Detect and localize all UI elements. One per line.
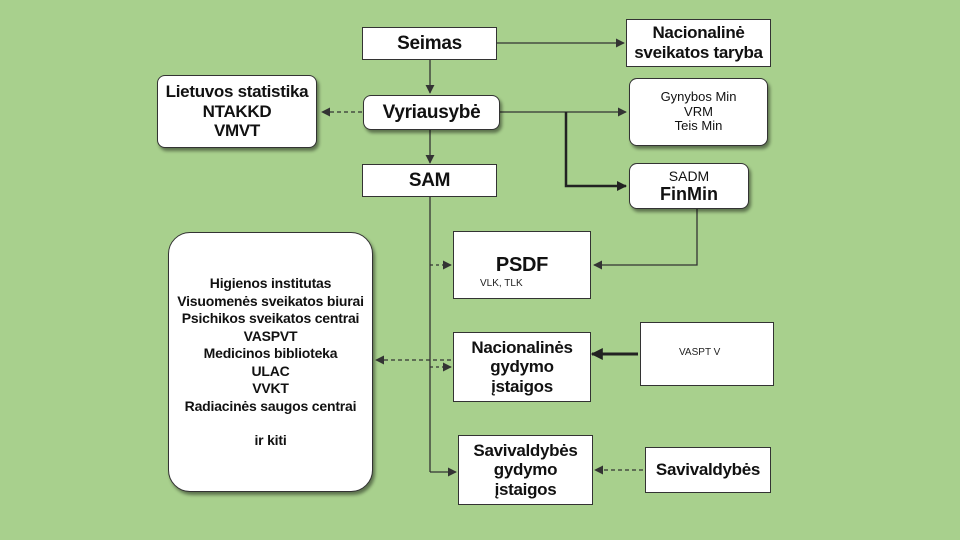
- node-statistika-line-3: VMVT: [213, 121, 261, 141]
- arrow-vyriausybe-to-sadm: [564, 112, 627, 191]
- node-sadm-line-1: SADM: [668, 167, 710, 184]
- node-seimas-label: Seimas: [397, 32, 462, 54]
- institution-item: Higienos institutas: [209, 275, 332, 291]
- node-sam: SAM: [362, 164, 497, 197]
- node-sgi-line-2: gydymo: [493, 460, 558, 480]
- node-institutions: Higienos institutas Visuomenės sveikatos…: [168, 232, 373, 492]
- node-vasptv-label: VASPT V: [679, 347, 721, 358]
- node-nacionaline-sveikatos-taryba: Nacionalinė sveikatos taryba: [626, 19, 771, 67]
- node-ministries: Gynybos Min VRM Teis Min: [629, 78, 768, 146]
- node-savivaldybiu-gydymo-istaigos: Savivaldybės gydymo įstaigos: [458, 435, 593, 505]
- institution-item: Visuomenės sveikatos biurai: [177, 292, 364, 309]
- node-ngi-line-3: įstaigos: [491, 376, 553, 396]
- node-statistika-line-1: Lietuvos statistika: [165, 82, 309, 102]
- institution-item: Psichikos sveikatos centrai: [181, 310, 360, 326]
- node-psdf: PSDF VLK, TLK: [453, 231, 591, 299]
- institution-item: Radiacinės saugos centrai: [184, 397, 357, 414]
- institution-footer: ir kiti: [254, 432, 287, 448]
- node-vyriausybe-label: Vyriausybė: [382, 101, 481, 123]
- node-ngi-line-1: Nacionalinės: [471, 337, 573, 357]
- institution-item: VASPVT: [243, 327, 298, 344]
- node-vyriausybe: Vyriausybė: [363, 95, 500, 130]
- node-ngi-line-2: gydymo: [490, 357, 554, 377]
- node-sgi-line-1: Savivaldybės: [473, 440, 578, 460]
- node-nst-line-2: sveikatos taryba: [634, 43, 763, 62]
- node-nst-line-1: Nacionalinė: [652, 23, 745, 43]
- node-sadm-line-2: FinMin: [660, 183, 718, 204]
- node-psdf-subtitle: VLK, TLK: [480, 278, 523, 289]
- node-psdf-title: PSDF: [495, 254, 549, 276]
- node-vasptv: VASPT V: [640, 322, 774, 386]
- node-savivaldybes-label: Savivaldybės: [655, 460, 761, 480]
- node-sgi-line-3: įstaigos: [494, 479, 557, 499]
- institution-item: Medicinos biblioteka: [203, 345, 338, 361]
- node-sadm-finmin: SADM FinMin: [629, 163, 749, 209]
- node-ministries-line-2: VRM: [684, 103, 713, 119]
- node-sam-label: SAM: [408, 169, 451, 191]
- node-savivaldybes: Savivaldybės: [645, 447, 771, 493]
- institution-item: ULAC: [251, 362, 290, 379]
- arrow-sadm-to-psdf: [593, 209, 698, 270]
- node-seimas: Seimas: [362, 27, 497, 60]
- node-lietuvos-statistika: Lietuvos statistika NTAKKD VMVT: [157, 75, 317, 148]
- node-statistika-line-2: NTAKKD: [202, 101, 272, 121]
- node-ministries-line-3: Teis Min: [674, 118, 723, 134]
- institution-item: VVKT: [252, 380, 289, 396]
- node-nacionalines-gydymo-istaigos: Nacionalinės gydymo įstaigos: [453, 332, 591, 402]
- node-ministries-line-1: Gynybos Min: [660, 88, 737, 104]
